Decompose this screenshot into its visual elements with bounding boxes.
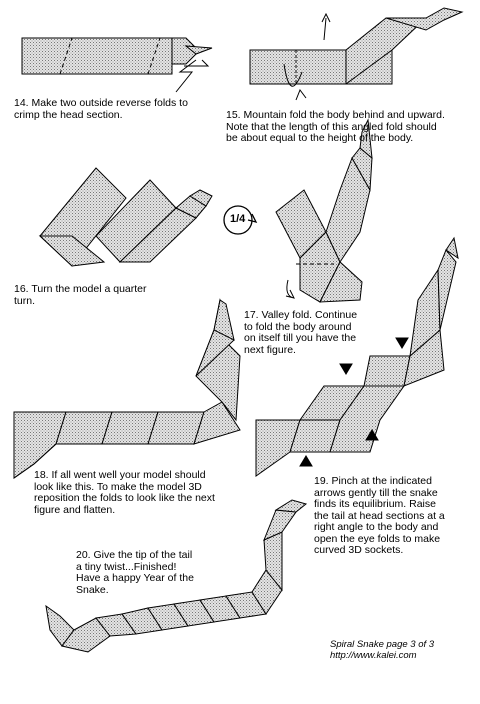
step20-caption: 20. Give the tip of the tail a tiny twis…	[76, 549, 194, 596]
step20-diagram	[45, 499, 308, 653]
step19-line-7: curved 3D sockets.	[314, 544, 404, 556]
step15-line-1: 15. Mountain fold the body behind and up…	[226, 109, 445, 121]
step16-line-1: 16. Turn the model a quarter	[14, 283, 147, 295]
step16-line-2: turn.	[14, 294, 36, 307]
step19-line-3: finds its equilibrium. Raise	[314, 498, 436, 510]
step20-line-4: Snake.	[76, 583, 109, 596]
quarter-turn-label: 1/4	[230, 213, 246, 225]
step16-diagram	[38, 167, 213, 267]
step17-line-2: to fold the body around	[244, 320, 352, 333]
step15-caption: 15. Mountain fold the body behind and up…	[226, 109, 445, 145]
page-footer: Spiral Snake page 3 of 3 http://www.kale…	[330, 639, 435, 661]
step16-caption: 16. Turn the model a quarter turn.	[14, 283, 147, 307]
step17-line-4: next figure.	[244, 343, 296, 356]
step15-line-3: be about equal to the height of the body…	[226, 132, 414, 144]
step18-diagram	[13, 298, 241, 479]
step19-line-2: arrows gently till the snake	[314, 486, 438, 499]
step18-line-2: look like this. To make the model 3D	[34, 480, 202, 493]
step18-line-4: figure and flatten.	[34, 503, 116, 516]
step17-diagram	[275, 118, 373, 303]
footer-url[interactable]: http://www.kalei.com	[330, 649, 417, 661]
step19-line-1: 19. Pinch at the indicated	[314, 475, 432, 487]
step19-diagram	[255, 236, 459, 477]
step14-caption: 14. Make two outside reverse folds to cr…	[14, 97, 188, 121]
step20-line-2: a tiny twist...Finished!	[76, 560, 177, 573]
step15-line-2: Note that the length of this angled fold…	[226, 120, 437, 133]
step19-line-6: open the eye folds to make	[314, 532, 441, 545]
step15-diagram	[249, 7, 464, 101]
step14-line-1: 14. Make two outside reverse folds to	[14, 97, 188, 109]
step18-line-1: 18. If all went well your model should	[34, 469, 206, 481]
step14-line-2: crimp the head section.	[14, 108, 123, 121]
step17-line-3: on itself till you have the	[244, 332, 357, 344]
step17-caption: 17. Valley fold. Continue to fold the bo…	[244, 309, 358, 356]
quarter-turn-icon	[223, 205, 258, 235]
step19-line-5: right angle to the body and	[314, 521, 439, 533]
step19-caption: 19. Pinch at the indicated arrows gently…	[314, 475, 445, 557]
step18-line-3: reposition the folds to look like the ne…	[34, 492, 215, 504]
step19-line-4: the tail at head sections at a	[314, 509, 445, 522]
step20-line-3: Have a happy Year of the	[76, 572, 194, 584]
step18-caption: 18. If all went well your model should l…	[34, 469, 215, 516]
footer-title: Spiral Snake page 3 of 3	[330, 639, 435, 650]
step17-line-1: 17. Valley fold. Continue	[244, 309, 358, 321]
step20-line-1: 20. Give the tip of the tail	[76, 549, 193, 561]
step14-diagram	[21, 37, 213, 93]
